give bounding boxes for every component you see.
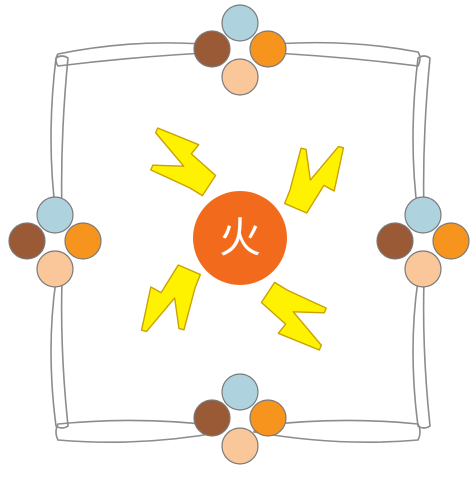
ball-orange <box>250 400 286 436</box>
cluster-right <box>377 197 469 287</box>
loop-right-top <box>413 56 430 215</box>
center-fire-circle <box>193 191 287 285</box>
lightning-bolt-upper-left <box>133 115 225 211</box>
lightning-bolt-lower-right <box>252 268 344 364</box>
loop-left-top <box>51 56 68 215</box>
ball-peach <box>405 251 441 287</box>
loop-right-bottom <box>413 280 430 428</box>
ball-orange <box>433 223 469 259</box>
cluster-left <box>9 197 101 287</box>
ball-brown <box>194 400 230 436</box>
loop-left-bottom <box>51 280 68 428</box>
lightning-bolt-upper-right <box>267 127 359 223</box>
ball-peach <box>222 59 258 95</box>
ball-orange <box>250 31 286 67</box>
ball-brown <box>194 31 230 67</box>
ball-brown <box>9 223 45 259</box>
lightning-bolt-lower-left <box>126 255 218 351</box>
ball-light-blue <box>222 5 258 41</box>
ball-peach <box>37 251 73 287</box>
ball-light-blue <box>37 197 73 233</box>
center-fire-node <box>193 191 287 285</box>
ball-light-blue <box>405 197 441 233</box>
ball-peach <box>222 428 258 464</box>
cluster-bottom <box>194 374 286 464</box>
ball-light-blue <box>222 374 258 410</box>
ball-brown <box>377 223 413 259</box>
cluster-top <box>194 5 286 95</box>
ball-orange <box>65 223 101 259</box>
